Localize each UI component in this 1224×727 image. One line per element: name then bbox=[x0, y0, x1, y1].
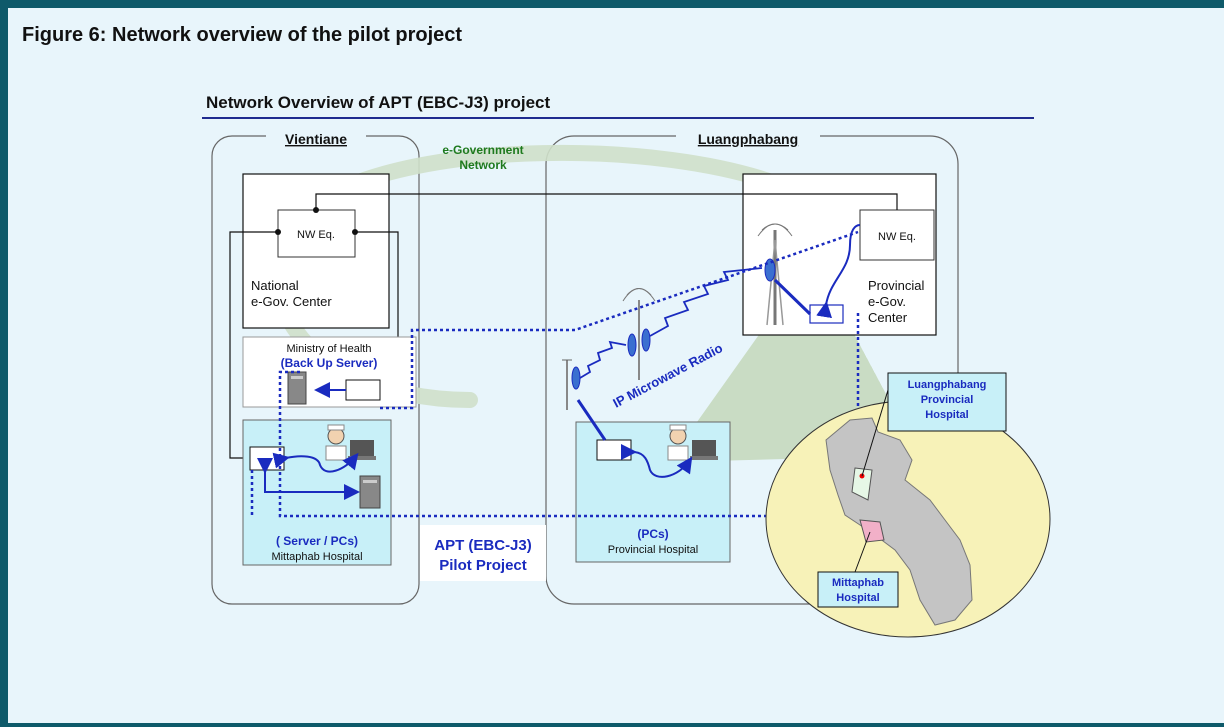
luangphabang-label: Luangphabang bbox=[698, 131, 798, 147]
microwave-link-1 bbox=[579, 340, 627, 379]
figure-caption: Figure 6: Network overview of the pilot … bbox=[22, 24, 463, 46]
national-center-label-2: e-Gov. Center bbox=[251, 294, 332, 309]
server-icon bbox=[287, 371, 307, 405]
lp-hospital-label-2: Provincial bbox=[921, 394, 974, 406]
diagram-title: Network Overview of APT (EBC-J3) project bbox=[206, 93, 551, 112]
lp-hospital-label-1: Luangphabang bbox=[908, 379, 987, 391]
provincial-center-label-3: Center bbox=[868, 310, 908, 325]
link-to-mittaphab bbox=[229, 231, 278, 459]
backup-server-label: (Back Up Server) bbox=[281, 356, 378, 370]
provincial-hospital-label: Provincial Hospital bbox=[608, 544, 698, 556]
ministry-router bbox=[345, 379, 381, 401]
mittaphab-label-2: Hospital bbox=[836, 592, 879, 604]
luangphabang-label-bg bbox=[676, 130, 820, 150]
mittaphab-box-label: Mittaphab Hospital bbox=[271, 551, 362, 563]
national-center-label-1: National bbox=[251, 278, 299, 293]
server-icon bbox=[359, 475, 381, 509]
node-dot bbox=[313, 207, 319, 213]
mittaphab-server-link bbox=[257, 458, 360, 500]
microwave-link-2 bbox=[649, 267, 763, 337]
antenna-icon bbox=[562, 359, 581, 410]
provincial-pc-link bbox=[620, 443, 693, 478]
pilot-project-label-2: Pilot Project bbox=[439, 557, 527, 574]
pilot-project-label-1: APT (EBC-J3) bbox=[434, 537, 532, 554]
pcs-label: (PCs) bbox=[637, 527, 668, 541]
egov-backbone-link bbox=[315, 193, 898, 210]
vientiane-label-bg bbox=[266, 130, 366, 150]
server-pcs-label: ( Server / PCs) bbox=[276, 534, 358, 548]
mittaphab-callout-line bbox=[854, 531, 871, 573]
ministry-label: Ministry of Health bbox=[287, 343, 372, 355]
egov-network-label-2: Network bbox=[459, 158, 507, 172]
provincial-router bbox=[809, 304, 844, 324]
provincial-center-label-2: e-Gov. bbox=[868, 294, 906, 309]
antenna-router-link bbox=[576, 399, 607, 441]
nw-eq-provincial bbox=[859, 209, 935, 261]
vientiane-province bbox=[859, 519, 885, 543]
ip-microwave-label: IP Microwave Radio bbox=[610, 340, 725, 410]
mittaphab-hospital-callout bbox=[817, 571, 899, 608]
antenna-icon bbox=[622, 288, 656, 380]
nw-eq-provincial-label: NW Eq. bbox=[878, 231, 916, 243]
backup-vpn-path bbox=[380, 230, 859, 410]
tower-router-link bbox=[773, 278, 812, 316]
pilot-project-bg bbox=[420, 525, 546, 581]
nw-eq-national-label: NW Eq. bbox=[297, 229, 335, 241]
router-nweq-link bbox=[816, 224, 861, 319]
provincial-hospital-router bbox=[596, 439, 632, 461]
egov-network-label-1: e-Government bbox=[442, 143, 523, 157]
mittaphab-label-1: Mittaphab bbox=[832, 577, 884, 589]
provincial-center-label-1: Provincial bbox=[868, 278, 924, 293]
lp-hospital-label-3: Hospital bbox=[925, 409, 968, 421]
vientiane-label: Vientiane bbox=[285, 131, 347, 147]
luangphabang-hospital-callout bbox=[887, 372, 1007, 432]
luangphabang-province bbox=[851, 467, 873, 501]
